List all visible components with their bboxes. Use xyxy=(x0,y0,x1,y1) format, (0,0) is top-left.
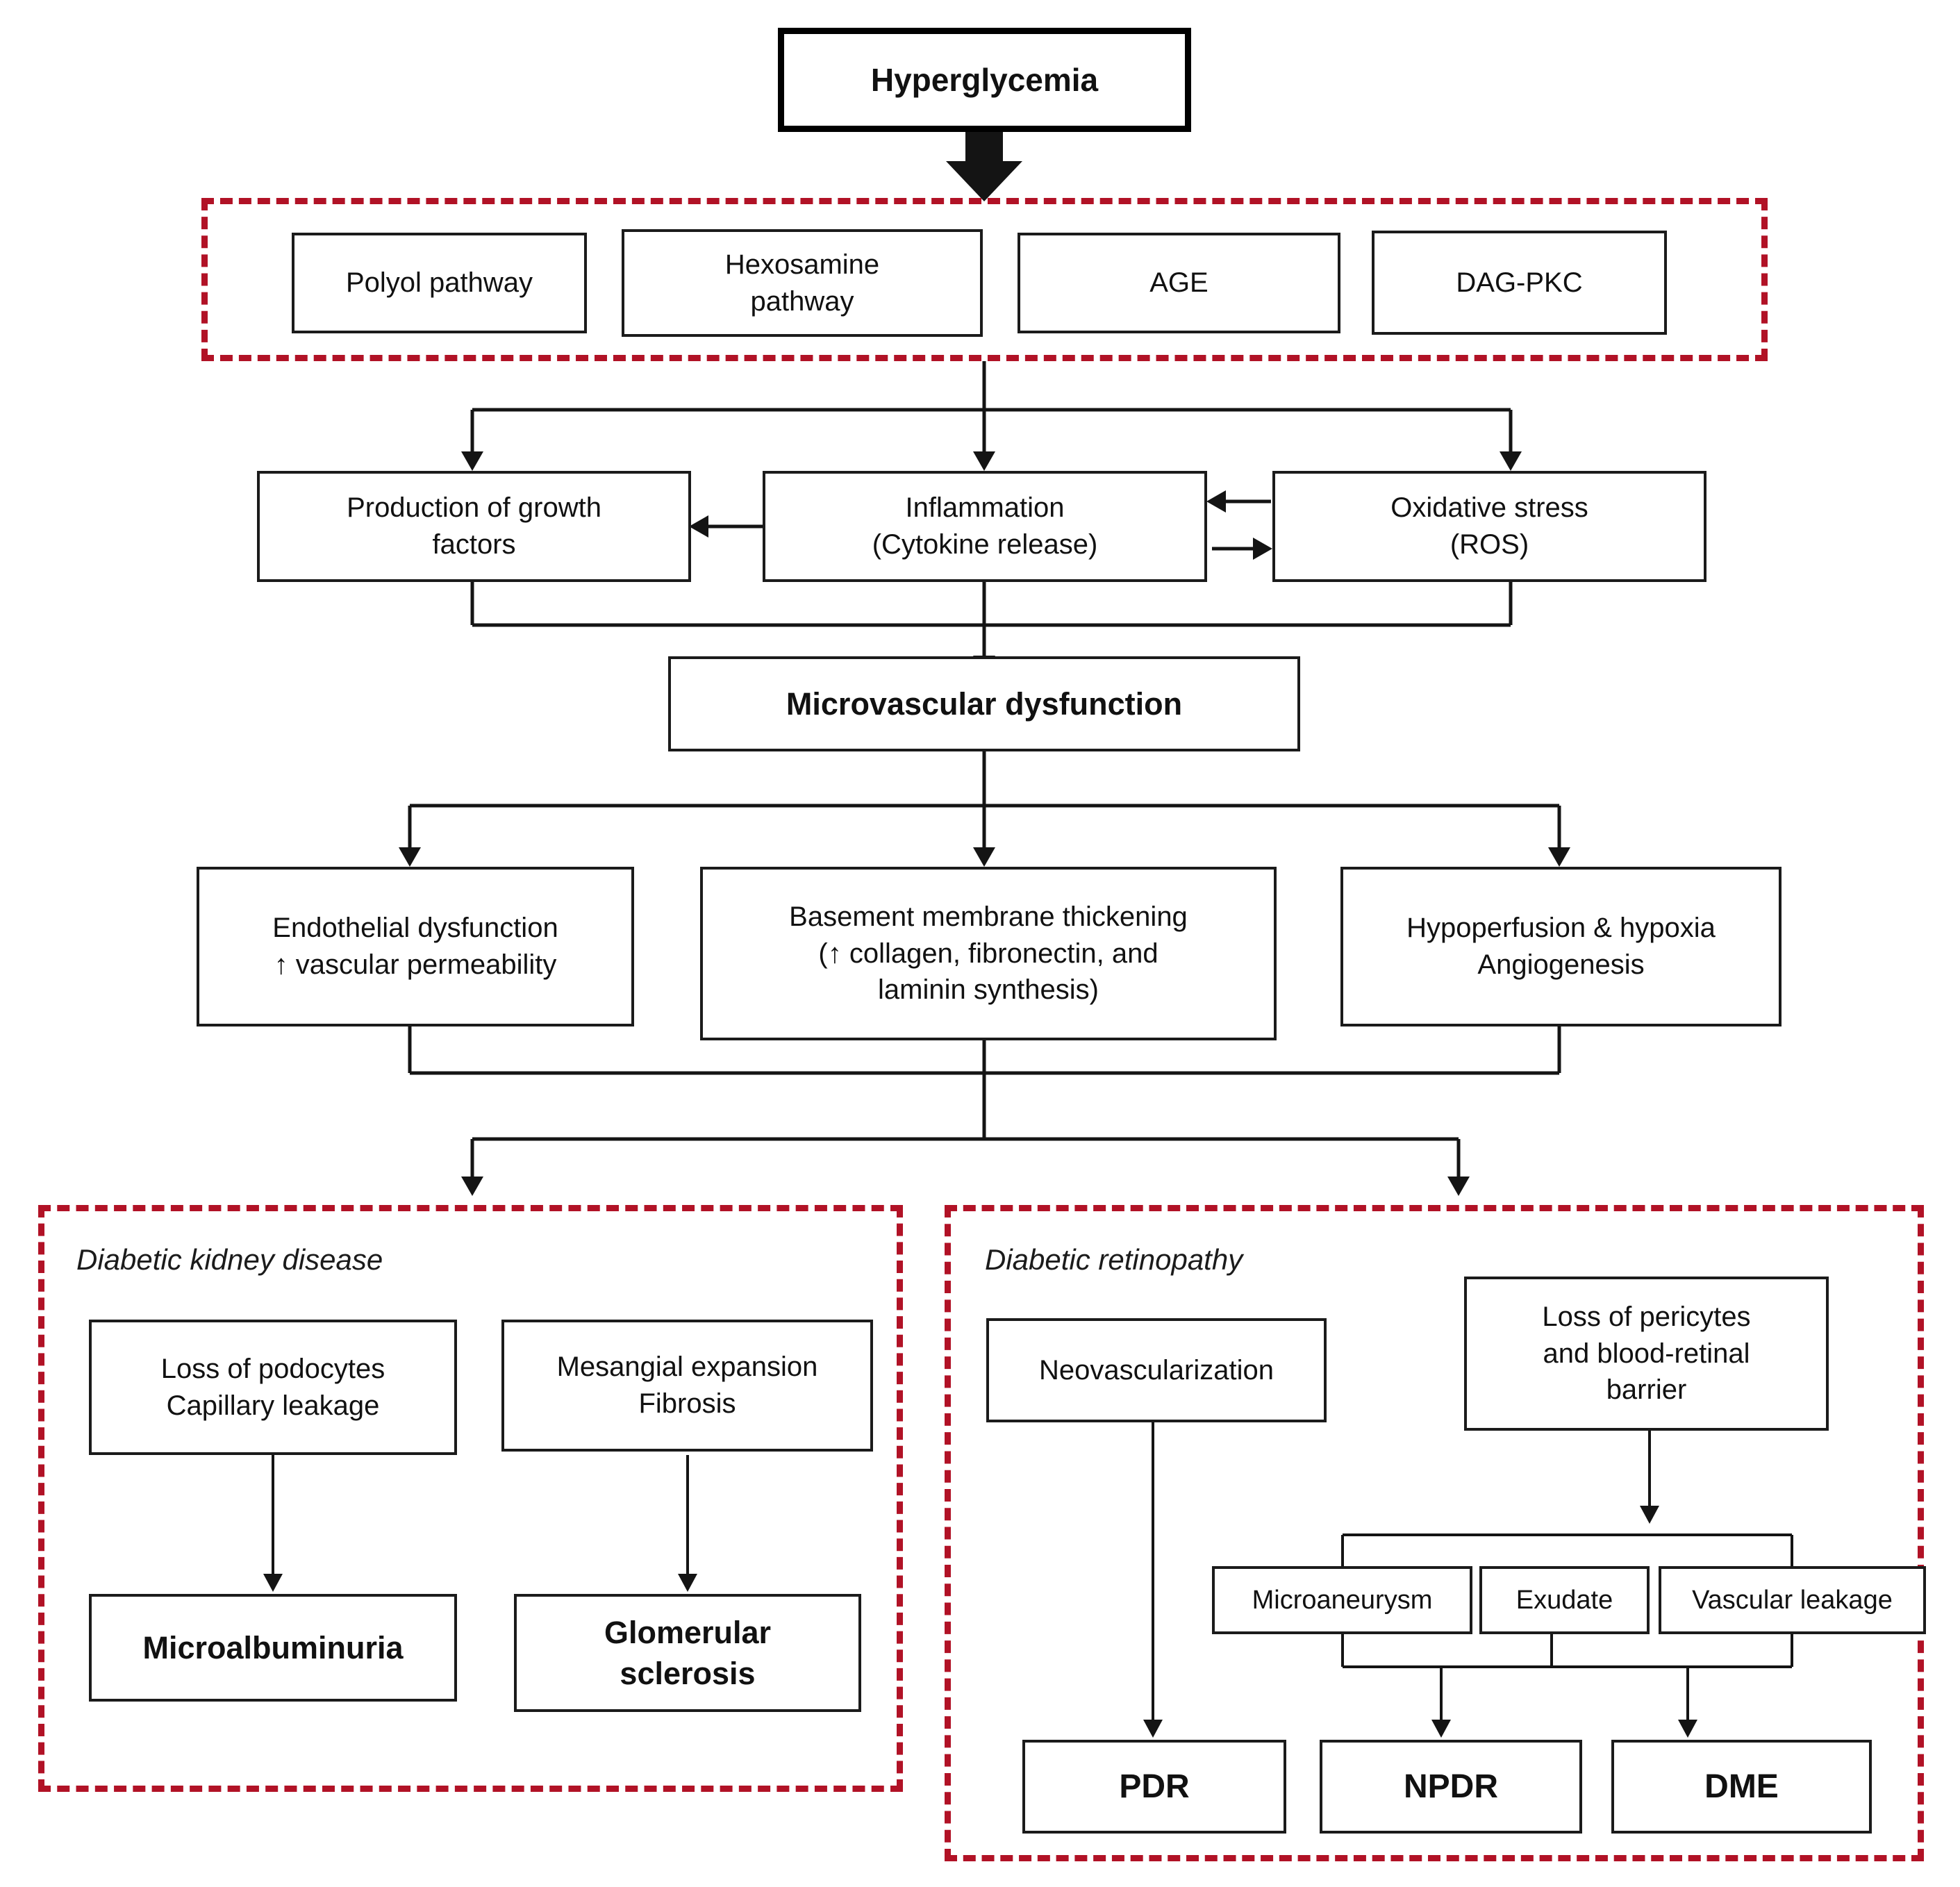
node-loss-of-pericytes[interactable]: Loss of pericytes and blood-retinal barr… xyxy=(1464,1277,1829,1431)
node-mesangial-expansion[interactable]: Mesangial expansion Fibrosis xyxy=(501,1320,873,1452)
node-dag-pkc[interactable]: DAG-PKC xyxy=(1372,231,1667,335)
node-polyol-pathway[interactable]: Polyol pathway xyxy=(292,233,587,333)
node-microalbuminuria[interactable]: Microalbuminuria xyxy=(89,1594,457,1702)
region-label-retinopathy: Diabetic retinopathy xyxy=(985,1243,1243,1276)
node-hypoperfusion-hypoxia[interactable]: Hypoperfusion & hypoxia Angiogenesis xyxy=(1340,867,1782,1026)
node-neovascularization[interactable]: Neovascularization xyxy=(986,1318,1327,1422)
node-endothelial-dysfunction[interactable]: Endothelial dysfunction ↑ vascular perme… xyxy=(197,867,634,1026)
hyperglycemia-block-arrow xyxy=(946,132,1022,201)
region-label-kidney: Diabetic kidney disease xyxy=(76,1243,383,1276)
node-vascular-leakage[interactable]: Vascular leakage xyxy=(1659,1566,1926,1634)
node-loss-of-podocytes[interactable]: Loss of podocytes Capillary leakage xyxy=(89,1320,457,1455)
region-pathways xyxy=(201,198,1768,361)
node-microvascular-dysfunction[interactable]: Microvascular dysfunction xyxy=(668,656,1300,751)
node-npdr[interactable]: NPDR xyxy=(1320,1740,1582,1834)
node-age[interactable]: AGE xyxy=(1018,233,1340,333)
node-basement-membrane-thickening[interactable]: Basement membrane thickening (↑ collagen… xyxy=(700,867,1277,1040)
node-dme[interactable]: DME xyxy=(1611,1740,1872,1834)
node-exudate[interactable]: Exudate xyxy=(1479,1566,1650,1634)
node-microaneurysm[interactable]: Microaneurysm xyxy=(1212,1566,1472,1634)
node-production-of-growth-factors[interactable]: Production of growth factors xyxy=(257,471,691,582)
region-diabetic-kidney-disease xyxy=(38,1205,903,1792)
region-diabetic-retinopathy xyxy=(945,1205,1924,1861)
node-pdr[interactable]: PDR xyxy=(1022,1740,1286,1834)
node-oxidative-stress[interactable]: Oxidative stress (ROS) xyxy=(1272,471,1706,582)
node-hyperglycemia[interactable]: Hyperglycemia xyxy=(778,28,1191,132)
node-inflammation[interactable]: Inflammation (Cytokine release) xyxy=(763,471,1207,582)
node-hexosamine-pathway[interactable]: Hexosamine pathway xyxy=(622,229,983,337)
node-glomerular-sclerosis[interactable]: Glomerular sclerosis xyxy=(514,1594,861,1712)
